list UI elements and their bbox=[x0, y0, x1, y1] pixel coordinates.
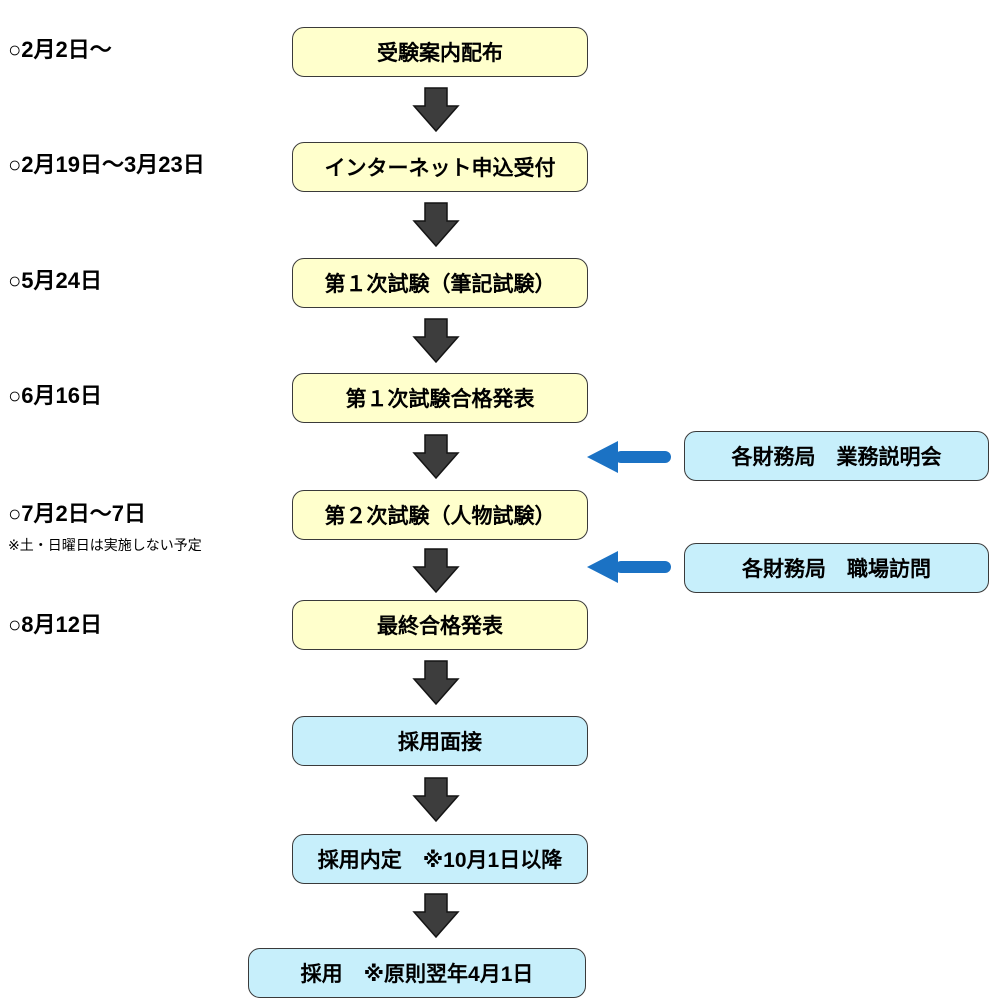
down-arrow-icon bbox=[412, 434, 460, 479]
step-box-second-exam: 第２次試験（人物試験） bbox=[292, 490, 588, 540]
down-arrow-icon bbox=[412, 660, 460, 705]
down-arrow-icon bbox=[412, 202, 460, 247]
date-text: ○2月19日～3月23日 bbox=[8, 152, 205, 177]
left-arrow-icon bbox=[587, 440, 677, 474]
date-text: ○8月12日 bbox=[8, 612, 102, 637]
step-box-first-exam: 第１次試験（筆記試験） bbox=[292, 258, 588, 308]
date-footnote: ※土・日曜日は実施しない予定 bbox=[8, 537, 202, 553]
date-label-2: ○2月19日～3月23日 bbox=[8, 152, 205, 178]
side-box-office-visit: 各財務局 職場訪問 bbox=[684, 543, 989, 593]
step-box-hiring-interview: 採用面接 bbox=[292, 716, 588, 766]
down-arrow-icon bbox=[412, 87, 460, 132]
date-text: ○5月24日 bbox=[8, 268, 102, 293]
step-box-guide-distribution: 受験案内配布 bbox=[292, 27, 588, 77]
date-text: ○6月16日 bbox=[8, 383, 102, 408]
step-box-final-results: 最終合格発表 bbox=[292, 600, 588, 650]
date-label-4: ○6月16日 bbox=[8, 383, 102, 409]
step-box-employment: 採用 ※原則翌年4月1日 bbox=[248, 948, 586, 998]
down-arrow-icon bbox=[412, 548, 460, 593]
side-box-briefing-session: 各財務局 業務説明会 bbox=[684, 431, 989, 481]
step-box-job-offer: 採用内定 ※10月1日以降 bbox=[292, 834, 588, 884]
down-arrow-icon bbox=[412, 777, 460, 822]
down-arrow-icon bbox=[412, 893, 460, 938]
date-label-5: ○7月2日～7日 ※土・日曜日は実施しない予定 bbox=[8, 501, 202, 553]
date-label-1: ○2月2日～ bbox=[8, 37, 112, 63]
left-arrow-icon bbox=[587, 550, 677, 584]
date-text: ○2月2日～ bbox=[8, 37, 112, 62]
date-label-3: ○5月24日 bbox=[8, 268, 102, 294]
date-text: ○7月2日～7日 bbox=[8, 501, 146, 526]
step-box-first-exam-results: 第１次試験合格発表 bbox=[292, 373, 588, 423]
down-arrow-icon bbox=[412, 318, 460, 363]
date-label-6: ○8月12日 bbox=[8, 612, 102, 638]
step-box-internet-application: インターネット申込受付 bbox=[292, 142, 588, 192]
